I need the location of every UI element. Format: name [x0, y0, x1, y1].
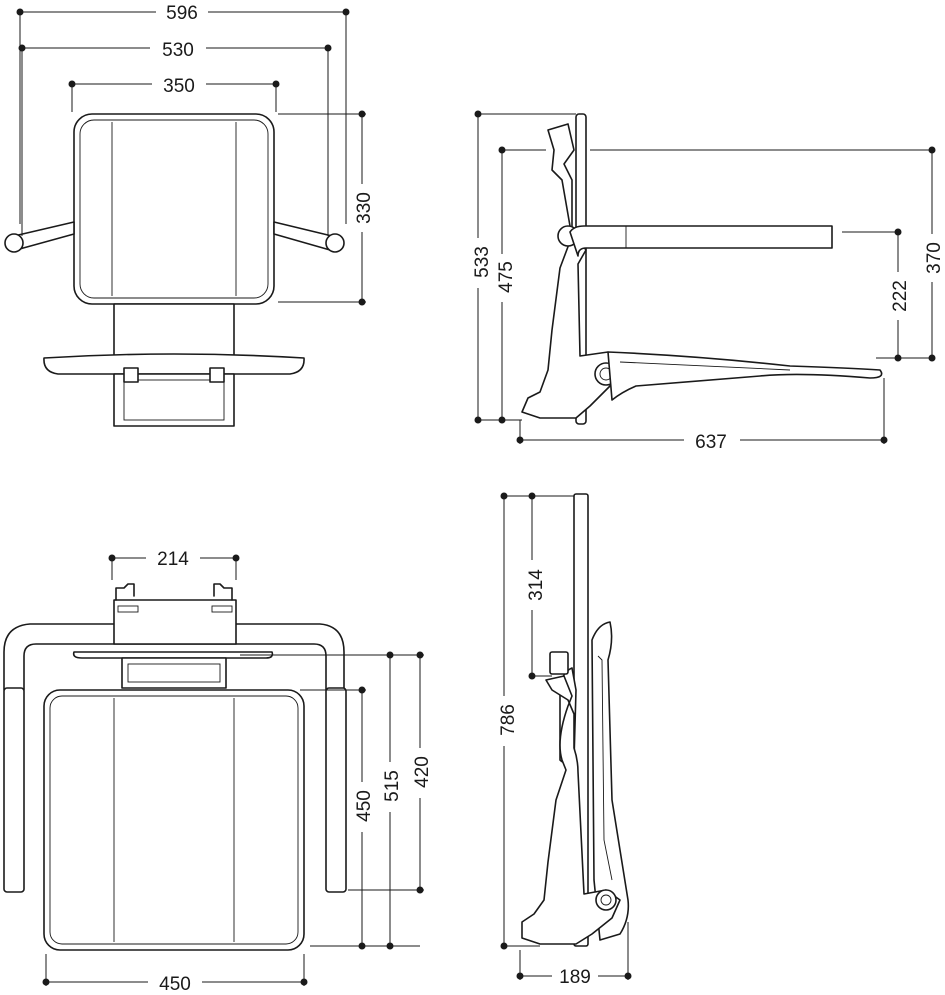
dim-214: 214: [157, 549, 189, 570]
dim-189: 189: [559, 967, 591, 988]
dim-475: 475: [496, 261, 517, 293]
dim-530: 530: [162, 40, 194, 61]
wall-post: [113, 303, 235, 359]
folded-seat: [591, 621, 630, 941]
side-seat: [607, 351, 883, 401]
dim-350: 350: [163, 76, 195, 97]
dim-786: 786: [498, 704, 519, 736]
seat-front-edge: [43, 353, 305, 375]
dim-637: 637: [695, 432, 727, 453]
backrest: [73, 113, 275, 305]
dim-370: 370: [924, 242, 945, 274]
top-view: 214 450 515 420 450: [3, 546, 433, 995]
right-arm-pad: [325, 687, 347, 893]
dim-533: 533: [472, 246, 493, 278]
side-view: 533 475 222 370 637: [466, 110, 945, 453]
folded-view: 786 314 189: [492, 492, 632, 988]
seat-panel: [43, 689, 305, 951]
dim-330: 330: [354, 192, 375, 224]
dim-314: 314: [526, 569, 547, 601]
dim-450-depth: 450: [354, 790, 375, 822]
dim-515: 515: [382, 770, 403, 802]
dim-420: 420: [412, 756, 433, 788]
front-view: 596 530 350 330: [4, 0, 375, 427]
backrest-inner-edge: [79, 119, 269, 299]
left-arm-pad: [3, 687, 25, 893]
dim-596: 596: [166, 3, 198, 24]
right-armrest: [273, 221, 333, 251]
side-armrest: [569, 225, 833, 257]
dim-450-width: 450: [159, 974, 191, 995]
dim-222: 222: [890, 280, 911, 312]
